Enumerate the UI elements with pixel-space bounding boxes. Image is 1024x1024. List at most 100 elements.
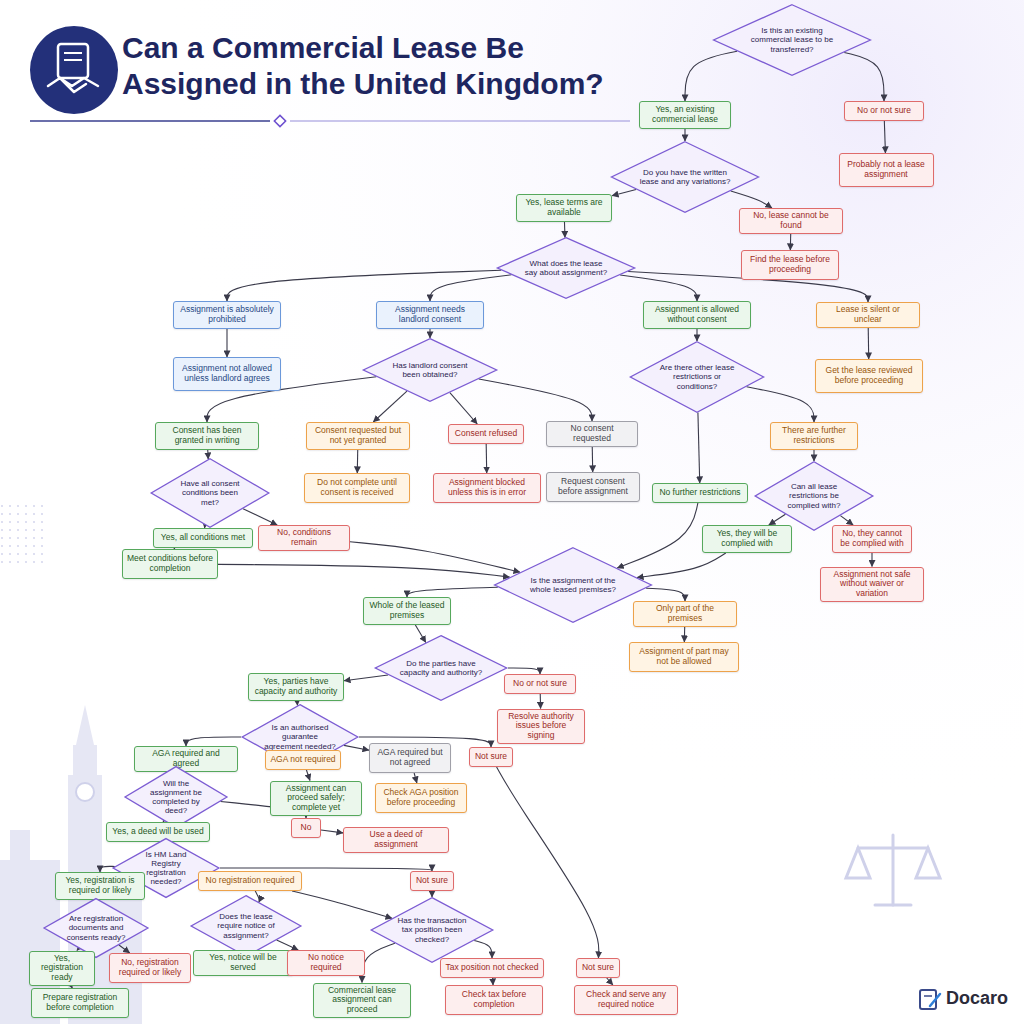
scales-pan [916,848,940,878]
outcome-box: Yes, a deed will be used [106,822,210,842]
node-text: Assignment needs landlord consent [381,305,479,325]
node-text: There are further restrictions [775,426,853,446]
flow-arrow [685,51,737,101]
node-text: Yes, an existing commercial lease [644,105,726,125]
decision-diamond: Do you have the written lease and any va… [610,141,760,213]
flow-arrow [321,830,343,833]
brand-pen [930,994,940,1006]
outcome-box: Yes, parties have capacity and authority [248,673,344,701]
flow-arrow [207,450,209,459]
warning-box: Consent refused [448,424,524,444]
caution-box: Do not complete until consent is receive… [304,473,410,503]
node-text: Request consent before assignment [551,477,635,497]
node-text: Do not complete until consent is receive… [309,478,405,498]
node-text: Have all consent conditions been met? [173,479,247,507]
scales-base [875,904,911,907]
warning-box: No or not sure [504,674,576,694]
node-text: No [301,823,312,833]
decision-diamond: Can all lease restrictions be complied w… [754,461,874,531]
flow-arrow [218,564,510,577]
flow-arrow [646,588,685,601]
node-text: Can all lease restrictions be complied w… [777,482,851,510]
decision-diamond: Is this an existing commercial lease to … [712,4,872,76]
node-text: Is the assignment of the whole leased pr… [524,576,623,594]
node-text: Assignment is allowed without consent [648,305,746,325]
outcome-box: Prepare registration before completion [31,988,129,1018]
node-text: AGA required but not agreed [374,748,446,768]
node-text: Has landlord consent been obtained? [388,361,472,379]
brand-document [920,990,936,1009]
flow-arrow [790,234,791,250]
node-text: Prepare registration before completion [36,993,124,1013]
underline-diamond [274,115,285,126]
tower-belfry [73,745,97,775]
node-text: No registration required [206,876,295,886]
node-text: Has the transaction tax position been ch… [394,916,471,944]
warning-box: No notice required [287,950,365,976]
diamond-shape [612,142,759,213]
caution-box: Get the lease reviewed before proceeding [815,359,923,393]
neutral-box: Request consent before assignment [546,472,640,502]
node-text: Assignment is absolutely prohibited [178,305,276,325]
flow-arrow [297,701,298,705]
flow-arrow [350,542,520,572]
outcome-box: No further restrictions [652,483,748,503]
node-text: Is this an existing commercial lease to … [743,26,842,54]
node-text: Tax position not checked [445,963,538,973]
warning-box: Probably not a lease assignment [839,153,934,187]
node-text: Not sure [416,876,448,886]
brand-icon [920,990,940,1009]
node-text: Assignment not allowed unless landlord a… [178,364,276,384]
node-text: Probably not a lease assignment [844,160,929,180]
diamond-shape [44,899,148,958]
flow-arrow [277,940,299,950]
tower-spire [76,705,94,745]
diamond-shape [714,5,871,76]
neutral-box: AGA required but not agreed [369,743,451,773]
flow-arrow [227,270,501,301]
logo-handshake [48,78,98,92]
title-underline [30,115,630,126]
outcome-box: Assignment is allowed without consent [643,301,751,329]
node-text: No, registration required or likely [114,958,186,978]
node-text: Find the lease before proceeding [746,255,834,275]
warning-box: Resolve authority issues before signing [497,709,585,744]
node-text: No or not sure [513,679,567,689]
node-text: Assignment not safe without waiver or va… [825,570,919,599]
logo-line [64,52,82,54]
flow-arrow [344,745,369,750]
info-box: Assignment is absolutely prohibited [173,301,281,329]
node-text: No consent requested [551,424,633,444]
node-text: No, conditions remain [263,528,345,548]
outcome-box: Assignment can proceed safely; complete … [270,781,362,816]
dot-pattern [0,505,48,565]
node-text: Is an authorised guarantee agreement nee… [264,723,337,751]
warning-box: No, lease cannot be found [739,208,843,234]
node-text: AGA required and agreed [139,749,233,769]
outcome-box: Whole of the leased premises [363,597,451,625]
scales-pan [846,848,870,878]
logo-line [64,59,82,61]
outcome-box: Yes, an existing commercial lease [639,101,731,129]
diamond-shape [755,462,873,531]
node-text: Does the lease require notice of assignm… [212,912,281,940]
scales-post [892,835,895,905]
node-text: Commercial lease assignment can proceed [318,986,406,1015]
node-text: Lease is silent or unclear [821,305,915,325]
outcome-box: AGA required and agreed [134,746,238,772]
info-box: Assignment not allowed unless landlord a… [173,357,281,391]
flow-arrow [612,190,636,196]
node-text: Consent requested but not yet granted [311,426,405,446]
flow-arrow [479,379,592,421]
flow-arrow [731,191,772,208]
flow-arrow [868,328,870,359]
underline-left [30,120,270,122]
warning-box: No, conditions remain [258,525,350,551]
diamond-shape [375,636,506,701]
flow-arrow [486,444,488,473]
warning-box: No, registration required or likely [109,953,191,983]
decision-diamond: Is the assignment of the whole leased pr… [493,547,653,623]
node-text: Check and serve any required notice [579,990,673,1010]
flow-arrow [431,891,432,897]
